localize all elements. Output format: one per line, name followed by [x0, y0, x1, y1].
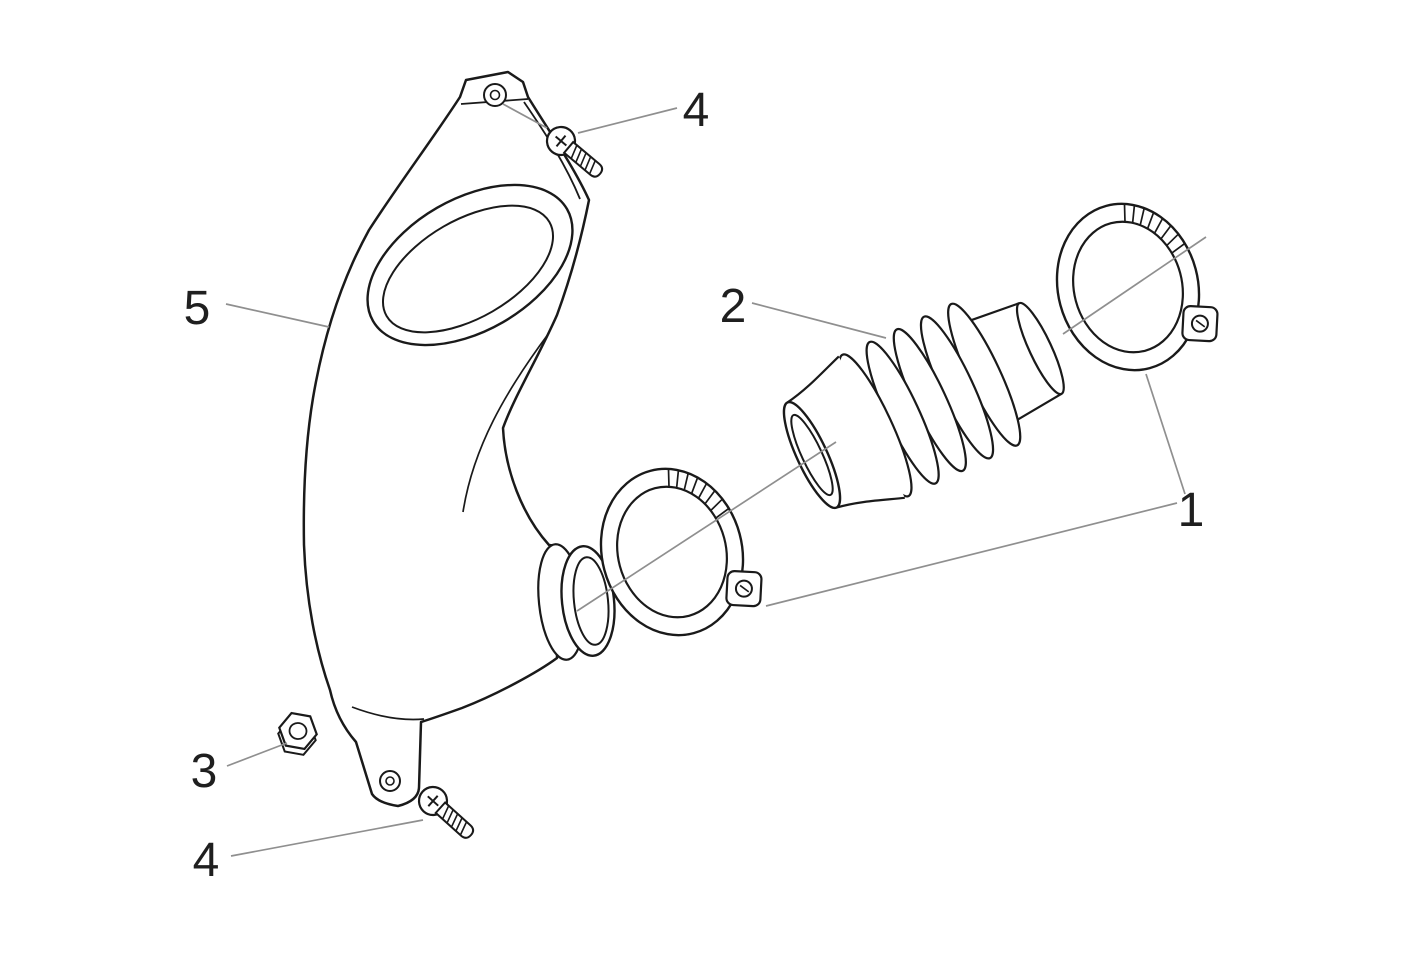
part-label-4-top: 4 [683, 84, 710, 137]
bracket-seam-line [351, 706, 425, 721]
inlet-opening-inner [381, 204, 555, 334]
leader-line-4-bottom [230, 819, 424, 857]
corrugated-hose [782, 301, 1065, 510]
top-bracket-hole-outer [483, 83, 507, 107]
hose-end-cap [1015, 301, 1065, 396]
part-label-2: 2 [720, 280, 747, 333]
hose-neck-edges [786, 355, 905, 509]
part-label-5: 5 [184, 282, 211, 335]
top-bracket-hole-inner [489, 89, 501, 101]
screw-bottom [412, 780, 482, 847]
leader-line-1-lower [765, 502, 1178, 607]
labels-layer: 4 5 2 1 3 4 [184, 84, 1205, 887]
leader-line-5 [225, 303, 330, 328]
leader-line-3 [226, 742, 288, 767]
nut-top-face [278, 711, 318, 751]
assembly-axis-upper [1062, 236, 1207, 335]
leader-line-4-top [577, 107, 678, 134]
leader-lines-layer [225, 103, 1207, 857]
hose-end-fill [960, 302, 1064, 426]
bottom-bracket-hole-outer [379, 770, 401, 792]
part-label-3: 3 [191, 745, 218, 798]
nut-hole [288, 722, 308, 740]
parts-layer [277, 70, 1230, 847]
hex-nut [277, 711, 318, 756]
assembly-axis-lower [576, 441, 837, 612]
part-label-1: 1 [1178, 484, 1205, 537]
duct-contour-line [462, 332, 550, 513]
part-label-4-bottom: 4 [193, 834, 220, 887]
intake-duct [302, 70, 616, 808]
leader-line-2 [751, 302, 887, 339]
bottom-bracket-hole-inner [385, 776, 395, 786]
duct-outline [302, 70, 591, 808]
leader-line-1-upper [1145, 373, 1186, 495]
screw-to-hole-line [502, 103, 548, 129]
